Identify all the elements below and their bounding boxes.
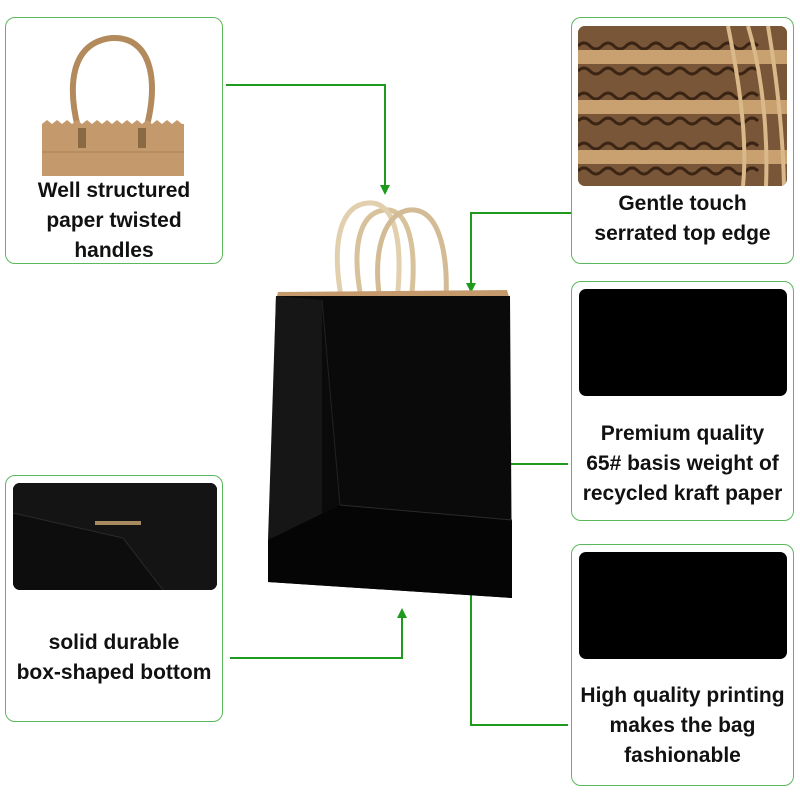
bag-handle-front: [334, 200, 402, 293]
edge-caption: Gentle touch serrated top edge: [594, 192, 771, 245]
bag-bottom-fold: [268, 505, 512, 598]
twisted-handle-icon: [42, 34, 184, 176]
arrow-edge: [466, 212, 575, 293]
paper-caption: Premium quality 65# basis weight of recy…: [582, 422, 783, 505]
corrugated-edge-photo: [578, 26, 787, 186]
arrow-printing: [466, 538, 568, 726]
bag-handle-right: [375, 207, 449, 303]
bag-bottom-photo: [13, 483, 217, 590]
black-print-swatch: [579, 552, 787, 659]
serrated-edge-icon: [578, 26, 787, 186]
paper-handle-photo: [12, 24, 214, 176]
box-bottom-icon: [13, 483, 217, 590]
printing-caption: High quality printing makes the bag fash…: [580, 684, 785, 767]
feature-card-printing: High quality printing makes the bag fash…: [571, 544, 794, 786]
feature-card-handles: Well structured paper twisted handles: [5, 17, 223, 264]
feature-card-edge: Gentle touch serrated top edge: [571, 17, 794, 264]
handles-caption: Well structured paper twisted handles: [37, 179, 191, 262]
bag-side-shade: [268, 296, 322, 540]
arrow-bottom: [230, 608, 407, 659]
arrow-handles: [226, 84, 390, 195]
black-paper-swatch: [579, 289, 787, 396]
feature-card-bottom: solid durable box-shaped bottom: [5, 475, 223, 722]
bottom-caption: solid durable box-shaped bottom: [16, 631, 212, 684]
bag-handle-back: [354, 207, 416, 295]
feature-card-paper: Premium quality 65# basis weight of recy…: [571, 281, 794, 521]
